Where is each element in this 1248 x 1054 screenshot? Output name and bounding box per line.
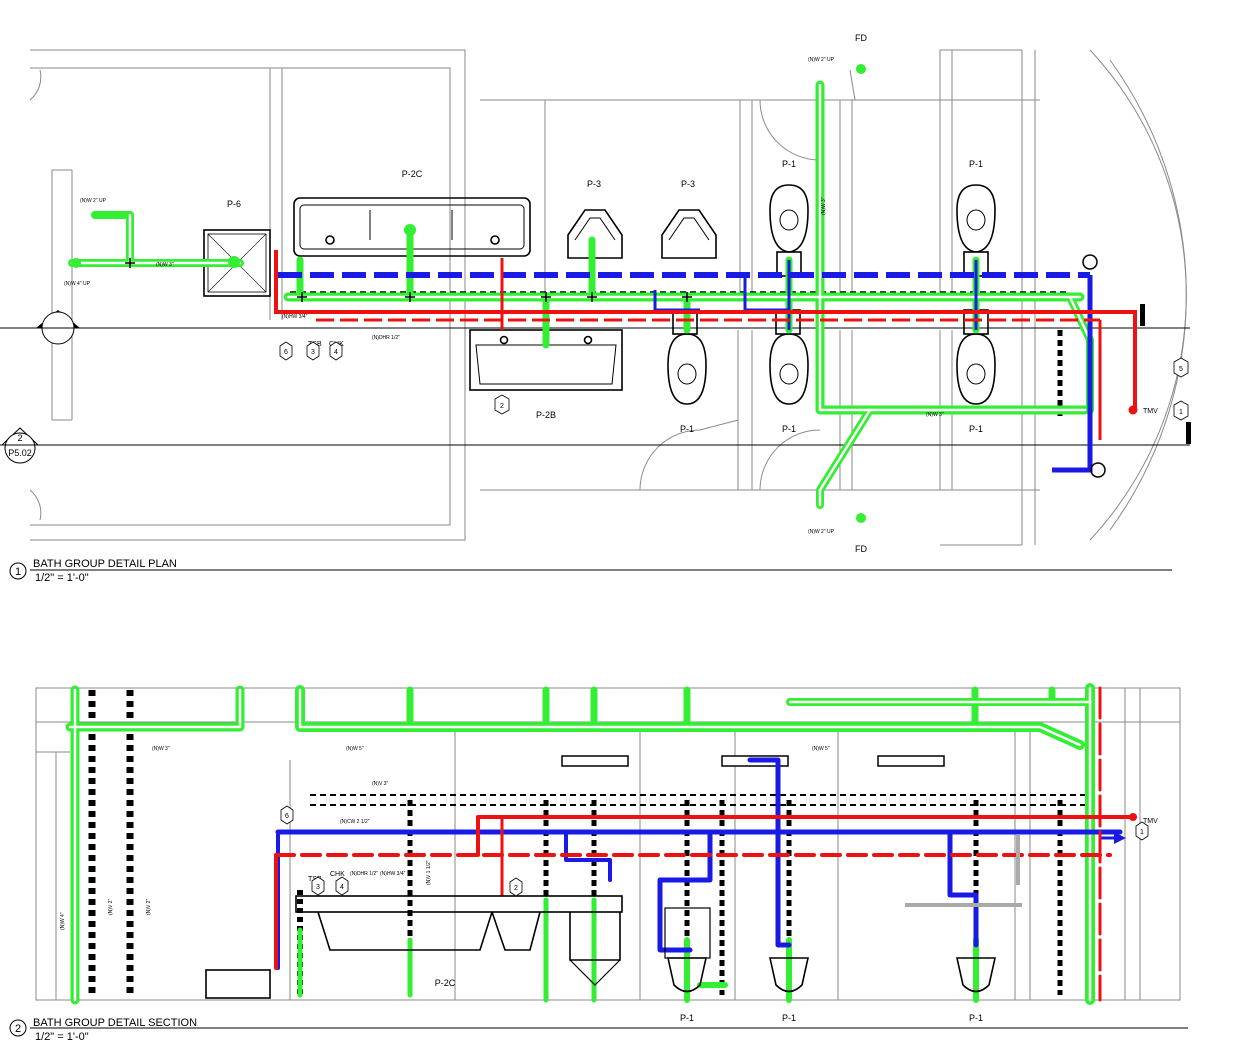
section-hot-water xyxy=(274,686,1137,1002)
label-fd-top: FD xyxy=(855,33,867,43)
note-w4up: (N)W 4" UP xyxy=(64,281,91,287)
tag-tmv-section: TMV xyxy=(1143,818,1158,825)
plan-keynote-4[interactable]: 4 xyxy=(329,341,343,361)
fixture-p6[interactable]: P-6 xyxy=(203,199,271,297)
fixture-p1-bot-a[interactable]: P-1 xyxy=(667,309,707,434)
note-section-hw: (N)HW 3/4" xyxy=(380,871,406,877)
note-section-cw: (N)CW 2 1/2" xyxy=(340,819,370,825)
note-w3b: (N)W 3" xyxy=(926,412,944,418)
section-cold-water xyxy=(275,757,1126,970)
section-scale: 1/2" = 1'-0" xyxy=(35,1031,89,1043)
label-p2c-plan: P-2C xyxy=(402,169,423,179)
note-w3: (N)W 3" xyxy=(156,262,174,268)
tag-tmv-plan: TMV xyxy=(1143,408,1158,415)
svg-text:1: 1 xyxy=(1140,829,1144,836)
plan-title-block: 1 BATH GROUP DETAIL PLAN 1/2" = 1'-0" xyxy=(9,558,1172,584)
fixture-p6-section[interactable] xyxy=(205,969,271,999)
label-p1-section-a: P-1 xyxy=(680,1013,694,1023)
plan-fittings xyxy=(125,254,1106,478)
plan-view: 2 P5.02 P-6 P-2C P-3 xyxy=(0,33,1191,584)
note-section-w5: (N)W 5" xyxy=(346,746,364,752)
note-w2up-fd: (N)W 2" UP xyxy=(808,57,835,63)
note-section-v2b: (N)V 2" xyxy=(146,899,152,915)
fixture-p1-bot-c[interactable]: P-1 xyxy=(956,309,996,434)
tag-chk-section: CHK xyxy=(330,871,345,878)
plan-title-number: 1 xyxy=(15,566,21,578)
fixture-p1-section-b[interactable]: P-1 xyxy=(769,957,809,1023)
svg-text:5: 5 xyxy=(1179,366,1183,373)
label-p2b: P-2B xyxy=(536,410,556,420)
label-p1-section-c: P-1 xyxy=(969,1013,983,1023)
svg-text:6: 6 xyxy=(285,813,289,820)
label-p1-bot-b: P-1 xyxy=(782,424,796,434)
note-section-dhr: (N)DHR 1/2" xyxy=(350,871,378,877)
section-existing-lines xyxy=(88,690,1085,995)
svg-text:1: 1 xyxy=(1179,409,1183,416)
plan-title: BATH GROUP DETAIL PLAN xyxy=(33,558,177,570)
note-w2up: (N)W 2" UP xyxy=(80,198,107,204)
plan-keynote-2[interactable]: 2 xyxy=(494,394,510,415)
section-title: BATH GROUP DETAIL SECTION xyxy=(33,1017,197,1029)
section-view: P-2C P-1 P-1 P-1 (N)W 3" (N)W 5" (N)W 5"… xyxy=(9,683,1188,1043)
svg-text:3: 3 xyxy=(311,349,315,356)
note-section-v2: (N)V 2" xyxy=(108,899,114,915)
note-section-w5b: (N)W 5" xyxy=(812,746,830,752)
note-dhr: (N)DHR 1/2" xyxy=(372,335,400,341)
section-title-number: 2 xyxy=(15,1023,21,1035)
section-keynote-6[interactable]: 6 xyxy=(280,805,294,825)
label-p1-top-a: P-1 xyxy=(782,159,796,169)
note-section-v112: (N)V 1 1/2" xyxy=(426,860,432,885)
fixture-p1-section-c[interactable]: P-1 xyxy=(956,957,996,1023)
note-section-v3: (N)V 3" xyxy=(372,781,388,787)
plan-existing-lines xyxy=(290,291,1070,420)
label-fd-bot: FD xyxy=(855,544,867,554)
label-p2c-section: P-2C xyxy=(435,978,456,988)
section-marker-sheet: P5.02 xyxy=(8,448,32,458)
section-marker-number: 2 xyxy=(17,433,22,443)
section-inactive-lines xyxy=(905,835,1022,907)
section-keynote-2[interactable]: 2 xyxy=(509,877,523,897)
plan-keynote-3[interactable]: 3 xyxy=(306,341,320,361)
label-p6: P-6 xyxy=(227,199,241,209)
label-p1-section-b: P-1 xyxy=(782,1013,796,1023)
plan-scale: 1/2" = 1'-0" xyxy=(35,572,89,584)
section-keynote-4[interactable]: 4 xyxy=(335,876,349,896)
plan-section-arrow xyxy=(36,310,80,345)
plan-hot-water xyxy=(274,250,1138,440)
label-p1-bot-a: P-1 xyxy=(680,424,694,434)
section-title-block: 2 BATH GROUP DETAIL SECTION 1/2" = 1'-0" xyxy=(9,1017,1188,1043)
plan-keynote-1[interactable]: 1 xyxy=(1173,400,1189,421)
note-section-w4: (N)W 4" xyxy=(60,912,66,930)
note-section-w3: (N)W 3" xyxy=(152,746,170,752)
label-p1-bot-c: P-1 xyxy=(969,424,983,434)
note-w3v: (N)W 3" xyxy=(821,197,827,215)
section-walls xyxy=(35,687,1181,1001)
note-hw34: (N)HW 3/4" xyxy=(282,314,308,320)
label-p3-a: P-3 xyxy=(587,179,601,189)
note-w2up-fd2: (N)W 2" UP xyxy=(808,529,835,535)
section-waste-lines xyxy=(65,683,1095,1005)
svg-text:2: 2 xyxy=(514,885,518,892)
svg-text:3: 3 xyxy=(316,884,320,891)
plan-notes: (N)W 2" UP (N)W 4" UP (N)W 3" (N)HW 3/4"… xyxy=(64,57,944,535)
fixture-p2c-section[interactable]: P-2C xyxy=(295,895,623,988)
svg-text:4: 4 xyxy=(334,349,338,356)
section-keynote-3[interactable]: 3 xyxy=(311,876,325,896)
plan-keynote-6[interactable]: 6 xyxy=(279,341,293,361)
svg-text:6: 6 xyxy=(284,349,288,356)
section-notes: (N)W 3" (N)W 5" (N)W 5" (N)V 3" (N)CW 2 … xyxy=(60,746,830,930)
fixture-p3-b[interactable]: P-3 xyxy=(661,179,717,259)
fixture-p3-a[interactable]: P-3 xyxy=(567,179,623,259)
plan-cold-water xyxy=(278,260,1093,473)
plan-waste-lines xyxy=(68,64,1094,523)
svg-text:2: 2 xyxy=(500,403,504,410)
label-p1-top-b: P-1 xyxy=(969,159,983,169)
section-keynote-1[interactable]: 1 xyxy=(1135,821,1149,841)
plan-section-marker-p502[interactable]: 2 P5.02 xyxy=(0,427,40,464)
plan-keynote-5[interactable]: 5 xyxy=(1173,357,1189,378)
svg-text:4: 4 xyxy=(340,884,344,891)
label-p3-b: P-3 xyxy=(681,179,695,189)
fixture-p1-section-a[interactable]: P-1 xyxy=(664,907,711,1023)
